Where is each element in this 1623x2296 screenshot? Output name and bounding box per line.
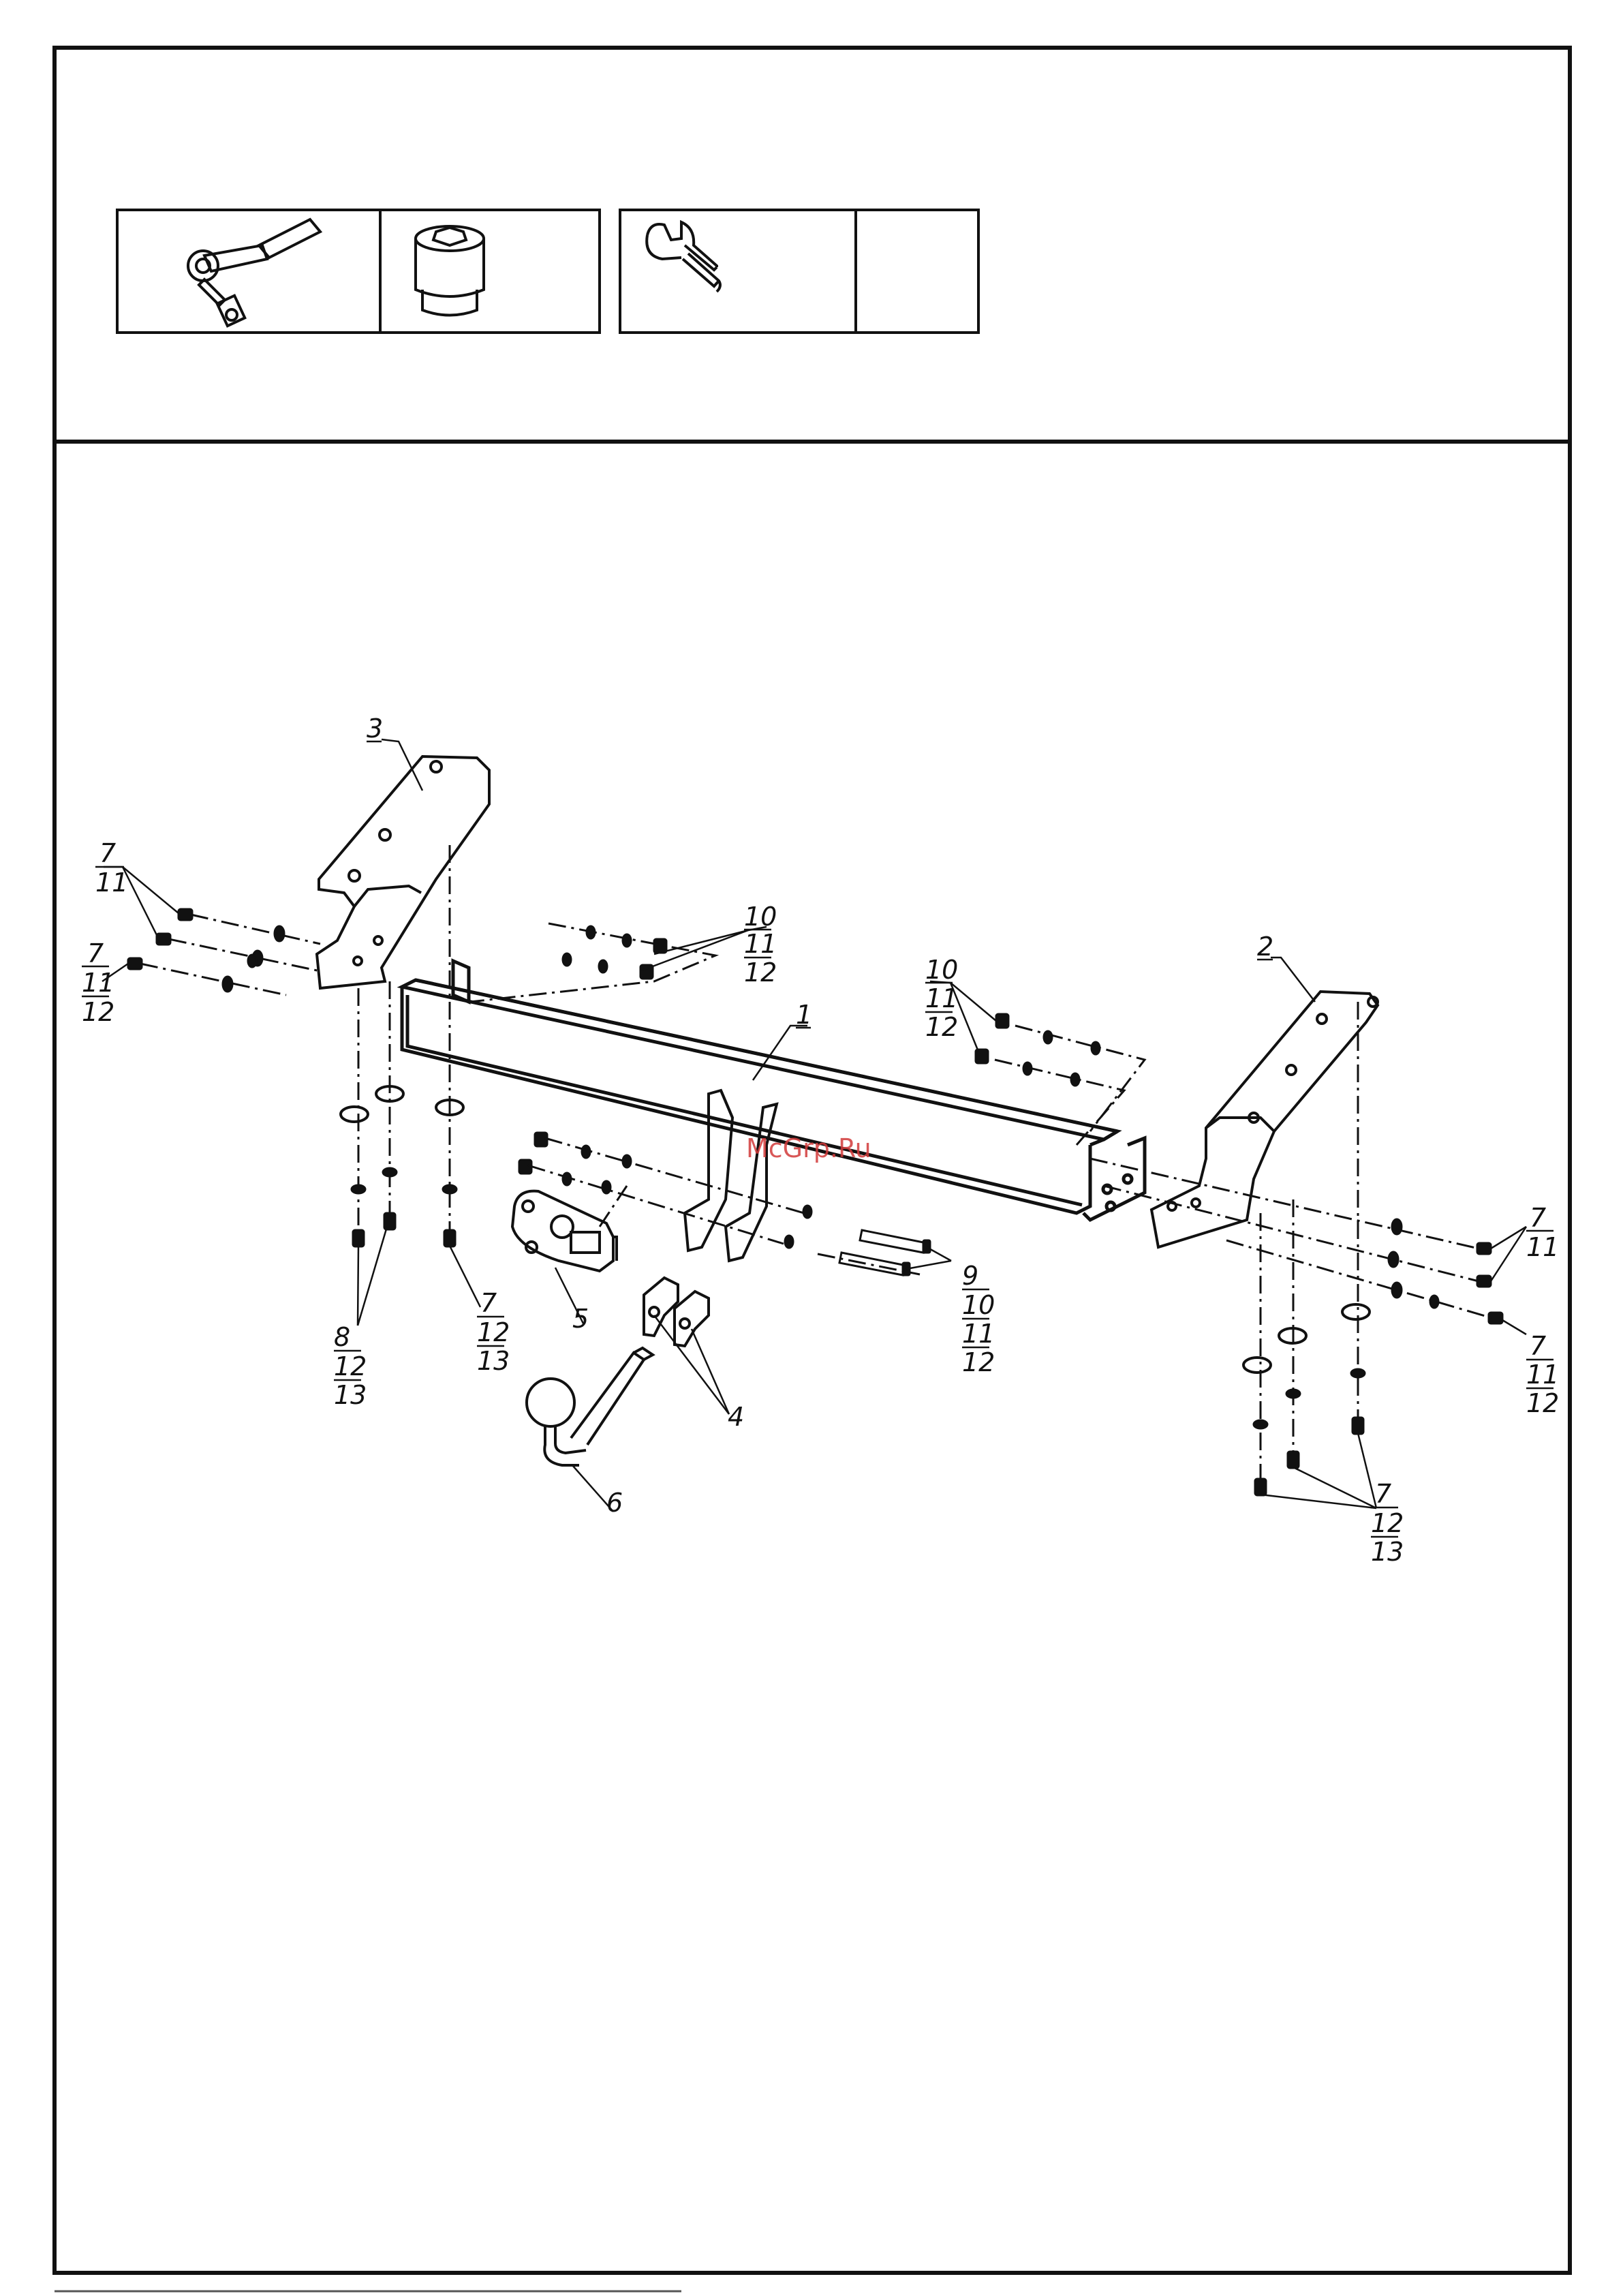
open-end-wrench-icon [647,222,720,292]
assembly-drawing: 3 2 1 7 11 7 11 12 10 11 12 10 11 12 8 1… [82,714,1559,1567]
towball [527,1348,653,1465]
label-spacers-4: 4 [728,1402,744,1432]
label-left-bottom-b-7: 7 [480,1288,497,1318]
bracket-left [317,756,489,988]
label-center-bolts-10: 10 [962,1290,995,1320]
label-right-bottom-7: 7 [1375,1479,1391,1509]
label-towball-6: 6 [606,1488,623,1518]
label-left-b-11: 11 [82,968,114,998]
socket-head-icon [416,226,484,316]
label-1: 1 [796,1000,812,1030]
label-right-b-11: 11 [1526,1360,1559,1390]
label-center-bolts-12: 12 [962,1347,995,1377]
label-left-b-7: 7 [87,938,104,968]
label-left-a-7: 7 [99,838,116,868]
label-3: 3 [367,714,383,744]
socket-plate [512,1191,617,1271]
ratchet-wrench-icon [188,219,320,326]
bracket-right [1151,992,1378,1247]
label-right-a-11: 11 [1526,1232,1559,1262]
label-center-nuts-11: 11 [925,983,958,1013]
label-left-b-12: 12 [82,997,114,1027]
label-left-nuts-12: 12 [744,958,777,988]
label-right-bottom-13: 13 [1371,1537,1404,1567]
label-left-bottom-a-13: 13 [334,1380,367,1410]
leader-lines [102,739,1526,1512]
label-right-a-7: 7 [1530,1203,1546,1233]
label-left-a-11: 11 [95,868,128,898]
label-right-b-7: 7 [1530,1331,1546,1361]
label-left-bottom-a-12: 12 [334,1351,367,1381]
label-left-bottom-a-8: 8 [334,1322,350,1352]
watermark: McGrp.Ru [746,1133,871,1163]
label-center-nuts-10: 10 [925,955,958,985]
label-socket-plate-5: 5 [572,1304,589,1334]
label-left-bottom-b-12: 12 [477,1317,510,1347]
label-center-nuts-12: 12 [925,1012,958,1042]
label-left-nuts-11: 11 [744,929,777,959]
spacers [644,1278,709,1346]
label-2: 2 [1257,932,1273,962]
label-center-bolts-9: 9 [962,1261,978,1291]
tools-table [117,210,978,333]
crossbar [402,961,1145,1220]
label-left-nuts-10: 10 [744,902,777,932]
label-left-bottom-b-13: 13 [477,1346,510,1376]
label-right-b-12: 12 [1526,1388,1559,1418]
label-right-bottom-12: 12 [1371,1508,1404,1538]
label-center-bolts-11: 11 [962,1319,995,1349]
